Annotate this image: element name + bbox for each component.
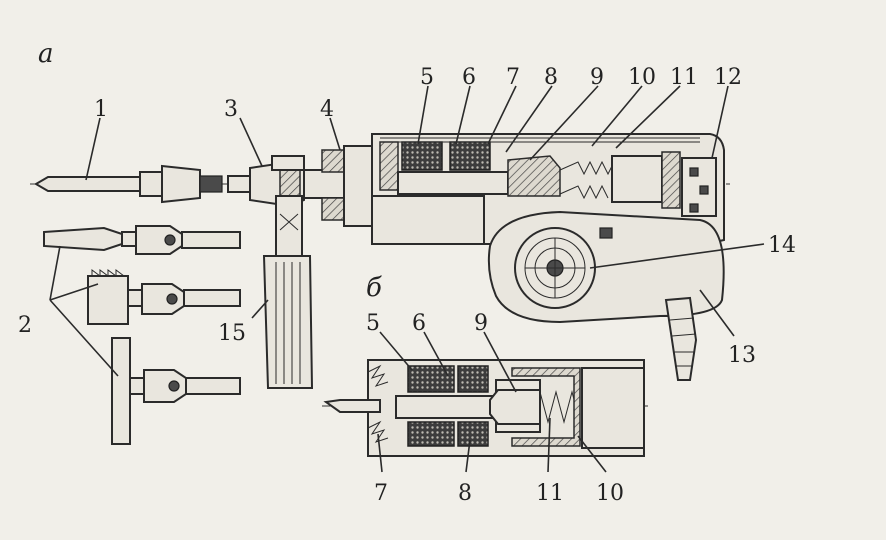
side-handle xyxy=(262,155,314,389)
label-b-8: 8 xyxy=(458,481,472,506)
label-7: 7 xyxy=(506,65,520,90)
label-10: 10 xyxy=(628,65,656,90)
label-6: 6 xyxy=(462,65,476,90)
figure-b: б xyxy=(322,273,652,506)
label-12: 12 xyxy=(714,65,742,90)
tool-crown-bit xyxy=(87,269,241,325)
label-1: 1 xyxy=(94,97,108,122)
label-b-6: 6 xyxy=(412,311,426,336)
label-9: 9 xyxy=(590,65,604,90)
front-clamp xyxy=(321,145,373,227)
label-b-9: 9 xyxy=(474,311,488,336)
label-15: 15 xyxy=(218,321,246,346)
rear-handle xyxy=(487,210,725,381)
label-11: 11 xyxy=(670,65,698,90)
impact-mechanism xyxy=(323,359,645,457)
label-b-5: 5 xyxy=(366,311,380,336)
label-13: 13 xyxy=(728,343,756,368)
tool-chisel xyxy=(43,225,241,255)
label-3: 3 xyxy=(224,97,238,122)
leader-lines-a xyxy=(49,85,765,377)
subfigure-label-b: б xyxy=(366,273,382,303)
tool-disc xyxy=(111,337,241,445)
label-b-10: 10 xyxy=(596,481,624,506)
subfigure-label-a: а xyxy=(38,39,54,69)
drill-bit xyxy=(34,164,223,204)
label-4: 4 xyxy=(320,97,334,122)
figure-a: а xyxy=(18,39,796,445)
label-b-7: 7 xyxy=(374,481,388,506)
label-2: 2 xyxy=(18,313,32,338)
label-8: 8 xyxy=(544,65,558,90)
label-b-11: 11 xyxy=(536,481,564,506)
label-14: 14 xyxy=(768,233,796,258)
label-5: 5 xyxy=(420,65,434,90)
leader-lines-b xyxy=(377,331,607,473)
